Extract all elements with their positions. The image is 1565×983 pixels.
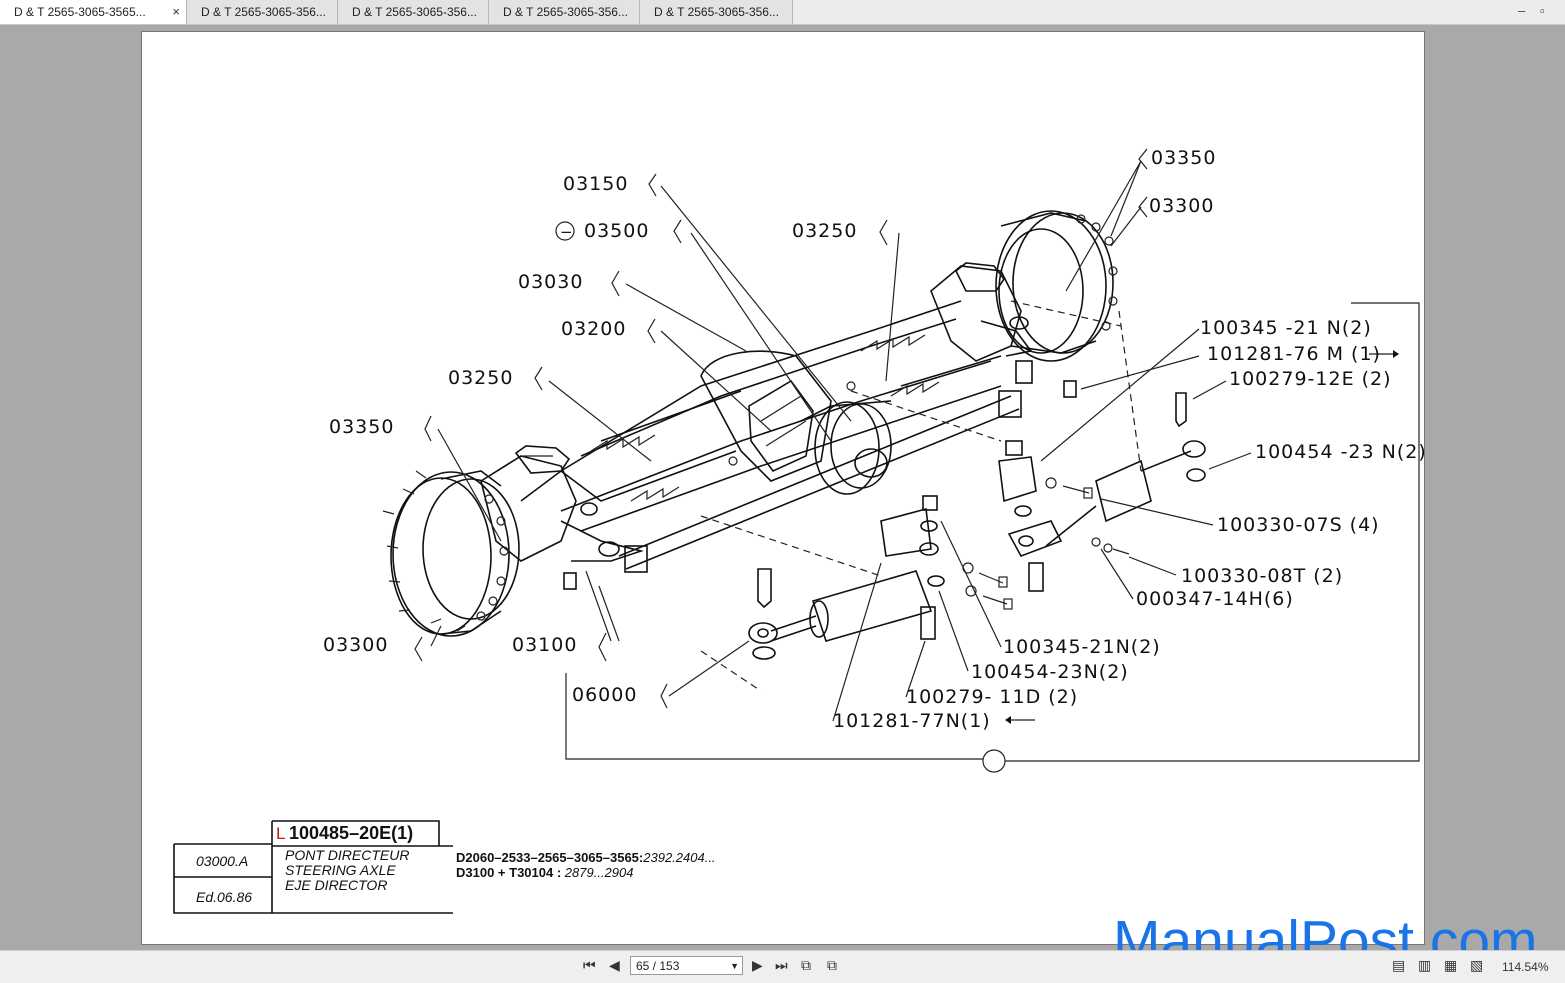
ref-03200: 03200 bbox=[561, 318, 626, 340]
edition: Ed.06.86 bbox=[196, 889, 253, 905]
tab-2-title: D & T 2565-3065-356... bbox=[201, 5, 326, 19]
right-steering-cylinder bbox=[998, 392, 1206, 592]
part-100454-23N-right: 100454 -23 N(2) bbox=[1255, 441, 1424, 463]
models-line-2-models: D3100 + T30104 : bbox=[456, 865, 562, 880]
name-en: STEERING AXLE bbox=[285, 862, 396, 878]
minimize-icon[interactable]: – bbox=[1518, 3, 1526, 18]
part-100345-21N-right: 100345 -21 N(2) bbox=[1200, 317, 1372, 339]
steering-axle-diagram: 03350 03300 03150 − 03500 03250 03030 03… bbox=[173, 147, 1424, 914]
ref-03250-mid: 03250 bbox=[448, 367, 513, 389]
part-100345-21N-left: 100345-21N(2) bbox=[1003, 636, 1161, 658]
right-wheel-hub bbox=[995, 210, 1118, 362]
models-line-2: D3100 + T30104 : 2879...2904 bbox=[456, 865, 633, 880]
ref-03150: 03150 bbox=[563, 173, 628, 195]
part-101281-77N: 101281-77N(1) bbox=[833, 710, 991, 732]
restore-icon[interactable]: ▫ bbox=[1540, 3, 1545, 18]
ref-06000: 06000 bbox=[572, 684, 637, 706]
viewer-toolbar: ⏮ ◀ 65 / 153 ▼ ▶ ⏭ ⧉ ⧉ ▤ ▥ ▦ ▧ 114.54% bbox=[0, 950, 1565, 983]
reference-labels: 03350 03300 03150 − 03500 03250 03030 03… bbox=[323, 147, 1216, 706]
part-000347-14H: 000347-14H(6) bbox=[1136, 588, 1294, 610]
ref-03300-left: 03300 bbox=[323, 634, 388, 656]
page-number-input[interactable]: 65 / 153 ▼ bbox=[630, 956, 743, 975]
last-page-icon[interactable]: ⏭ bbox=[775, 957, 788, 973]
ref-03300-top: 03300 bbox=[1149, 195, 1214, 217]
zoom-level[interactable]: 114.54% bbox=[1502, 960, 1549, 974]
name-fr: PONT DIRECTEUR bbox=[285, 847, 410, 863]
part-100279-12E: 100279-12E (2) bbox=[1229, 368, 1392, 390]
part-100279-11D: 100279- 11D (2) bbox=[906, 686, 1078, 708]
ref-03500: 03500 bbox=[584, 220, 649, 242]
part-101281-76M: 101281-76 M (1) bbox=[1207, 343, 1381, 365]
tab-3-title: D & T 2565-3065-356... bbox=[352, 5, 477, 19]
tab-1-title: D & T 2565-3065-3565... bbox=[14, 5, 146, 19]
left-steering-cylinder bbox=[748, 495, 1013, 660]
tab-4[interactable]: D & T 2565-3065-356... bbox=[489, 0, 640, 24]
ref-03350-top: 03350 bbox=[1151, 147, 1216, 169]
title-block-frame bbox=[173, 820, 453, 914]
first-page-icon[interactable]: ⏮ bbox=[583, 957, 596, 973]
tab-4-title: D & T 2565-3065-356... bbox=[503, 5, 628, 19]
left-wheel-hub bbox=[382, 470, 520, 637]
next-page-icon[interactable]: ▶ bbox=[752, 957, 763, 973]
models-line-1-serial: 2392.2404... bbox=[643, 850, 716, 865]
document-page: 03350 03300 03150 − 03500 03250 03030 03… bbox=[141, 31, 1425, 945]
leader-lines bbox=[430, 160, 1420, 773]
close-tab-icon[interactable]: × bbox=[172, 4, 180, 19]
chevron-down-icon[interactable]: ▼ bbox=[730, 961, 739, 971]
ref-03250-top: 03250 bbox=[792, 220, 857, 242]
continuous-view-icon[interactable]: ▥ bbox=[1418, 957, 1432, 973]
ref-code-mark: L bbox=[276, 824, 286, 843]
name-es: EJE DIRECTOR bbox=[285, 877, 388, 893]
minus-symbol: − bbox=[560, 223, 574, 241]
tab-5-title: D & T 2565-3065-356... bbox=[654, 5, 779, 19]
facing-view-icon[interactable]: ▦ bbox=[1444, 957, 1458, 973]
ref-03100: 03100 bbox=[512, 634, 577, 656]
assembly-center-lines bbox=[700, 300, 1142, 692]
tab-3[interactable]: D & T 2565-3065-356... bbox=[338, 0, 489, 24]
page-indicator: 65 / 153 bbox=[636, 959, 680, 973]
tab-1[interactable]: D & T 2565-3065-3565... × bbox=[0, 0, 187, 24]
axle-housing bbox=[480, 262, 1077, 590]
part-labels: 100345 -21 N(2) 101281-76 M (1) 100279-1… bbox=[833, 317, 1424, 732]
tab-2[interactable]: D & T 2565-3065-356... bbox=[187, 0, 338, 24]
section-code: 03000.A bbox=[196, 853, 249, 869]
ref-03350-left: 03350 bbox=[329, 416, 394, 438]
part-100454-23N-left: 100454-23N(2) bbox=[971, 661, 1129, 683]
part-100330-08T: 100330-08T (2) bbox=[1181, 565, 1343, 587]
fit-width-icon[interactable]: ⧉ bbox=[827, 957, 837, 973]
tab-5[interactable]: D & T 2565-3065-356... bbox=[640, 0, 793, 24]
models-line-2-serial: 2879...2904 bbox=[564, 865, 634, 880]
tab-bar: D & T 2565-3065-3565... × D & T 2565-306… bbox=[0, 0, 1565, 25]
previous-page-icon[interactable]: ◀ bbox=[609, 957, 620, 973]
part-100330-07S: 100330-07S (4) bbox=[1217, 514, 1380, 536]
fit-page-icon[interactable]: ⧉ bbox=[801, 957, 811, 973]
models-line-1: D2060–2533–2565–3065–3565:2392.2404... bbox=[456, 850, 716, 865]
models-line-1-models: D2060–2533–2565–3065–3565: bbox=[456, 850, 644, 865]
reference-carets bbox=[414, 148, 1148, 709]
part-number: 100485–20E(1) bbox=[289, 823, 414, 843]
ref-03030: 03030 bbox=[518, 271, 583, 293]
single-page-view-icon[interactable]: ▤ bbox=[1392, 957, 1406, 973]
facing-continuous-view-icon[interactable]: ▧ bbox=[1470, 957, 1484, 973]
